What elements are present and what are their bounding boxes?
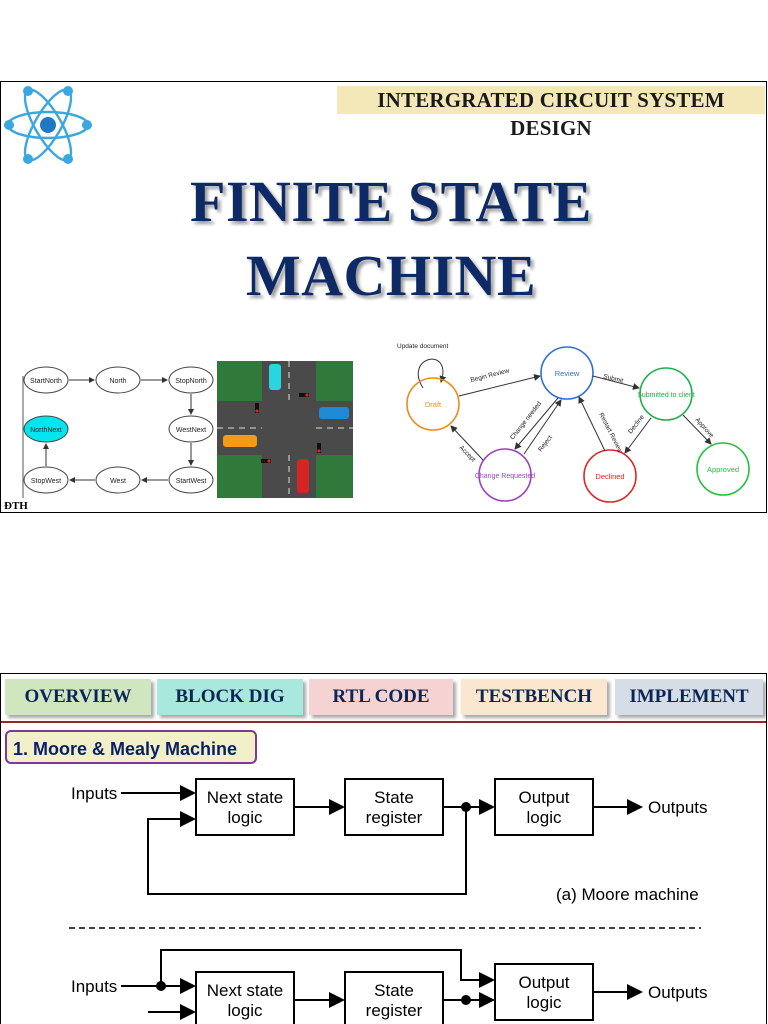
transition-label: Update document: [397, 343, 449, 350]
state-label: Submitted to client: [637, 392, 695, 399]
state-label: NorthNext: [30, 427, 62, 434]
state-review: [540, 346, 594, 400]
content-slide: OVERVIEW BLOCK DIG RTL CODE TESTBENCH IM…: [0, 673, 767, 1024]
output-logic-label: logic: [527, 808, 562, 827]
header-divider: [1, 721, 766, 723]
transition-label: Approve: [694, 417, 716, 440]
state-submitted: [639, 367, 693, 421]
course-banner: INTERGRATED CIRCUIT SYSTEM DESIGN: [337, 86, 765, 140]
state-west: [95, 466, 141, 494]
tab-testbench[interactable]: TESTBENCH: [461, 679, 607, 715]
state-label: WestNext: [176, 427, 206, 434]
state-north: [95, 366, 141, 394]
transition-label: Begin Review: [470, 367, 511, 383]
traffic-fsm-diagram: StartNorth North StopNorth NorthNext Wes…: [22, 366, 214, 498]
state-label: West: [110, 478, 126, 485]
next-state-label: Next state: [207, 981, 284, 1000]
transition-label: Accept: [458, 444, 477, 463]
state-startwest: [168, 466, 214, 494]
tab-implement[interactable]: IMPLEMENT: [615, 679, 763, 715]
state-label: StartWest: [176, 478, 207, 485]
state-label: North: [109, 378, 126, 385]
state-label: StopNorth: [175, 378, 207, 385]
tab-block-diagram[interactable]: BLOCK DIG: [157, 679, 303, 715]
document-workflow-fsm-diagram: Draft Review Submitted to client Change …: [397, 343, 750, 503]
state-label: StopWest: [31, 478, 61, 485]
state-label: Review: [555, 369, 580, 378]
slide-title-line1: FINITE STATE: [190, 169, 592, 234]
state-label: Draft: [425, 400, 442, 409]
next-state-label: logic: [228, 808, 263, 827]
output-logic-label: Output: [518, 973, 569, 992]
inputs-label: Inputs: [71, 784, 117, 803]
author-initials: ĐTH: [4, 500, 28, 512]
state-label: Declined: [595, 472, 624, 481]
state-westnext: [168, 415, 214, 443]
output-logic-label: Output: [518, 788, 569, 807]
state-register-label: State: [374, 981, 414, 1000]
state-northnext: [23, 415, 69, 443]
moore-caption: (a) Moore machine: [556, 885, 699, 904]
state-declined: [583, 449, 637, 503]
state-stopwest: [23, 466, 69, 494]
title-slide: INTERGRATED CIRCUIT SYSTEM DESIGN FINITE…: [0, 81, 767, 513]
section-title: 1. Moore & Mealy Machine: [5, 730, 257, 764]
transition-label: Restart Review: [597, 412, 623, 455]
inputs-label: Inputs: [71, 977, 117, 996]
state-register-label: register: [366, 808, 423, 827]
slide-title-line2: MACHINE: [245, 243, 537, 308]
next-state-label: logic: [228, 1001, 263, 1020]
traffic-intersection-illustration: [217, 361, 353, 498]
next-state-label: Next state: [207, 788, 284, 807]
moore-mealy-block-diagram: Inputs Next state logic State register O…: [69, 778, 708, 1024]
state-register-label: State: [374, 788, 414, 807]
state-change-requested: [478, 448, 532, 502]
outputs-label: Outputs: [648, 983, 708, 1002]
transition-label: Submit: [603, 373, 625, 385]
outputs-label: Outputs: [648, 798, 708, 817]
output-logic-label: logic: [527, 993, 562, 1012]
atom-logo-icon: [4, 86, 92, 164]
tab-rtl-code[interactable]: RTL CODE: [309, 679, 453, 715]
state-register-label: register: [366, 1001, 423, 1020]
transition-label: Reject: [537, 434, 554, 453]
state-label: StartNorth: [30, 378, 62, 385]
tab-overview[interactable]: OVERVIEW: [5, 679, 151, 715]
state-draft: [406, 377, 460, 431]
state-label: Change Requested: [475, 473, 535, 480]
state-stopnorth: [168, 366, 214, 394]
transition-label: Decline: [627, 414, 646, 436]
state-startnorth: [23, 366, 69, 394]
state-approved: [696, 442, 750, 496]
state-label: Approved: [707, 465, 739, 474]
